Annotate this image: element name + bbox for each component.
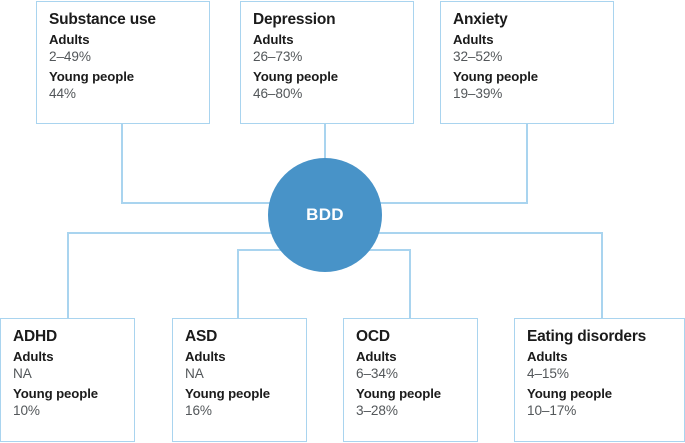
young-people-value: 16%	[185, 403, 212, 419]
node-adhd: ADHD Adults NA Young people 10%	[0, 318, 135, 442]
adults-value: 32–52%	[453, 49, 503, 65]
young-people-label: Young people	[527, 385, 613, 401]
young-people-label: Young people	[453, 68, 539, 84]
node-title: Substance use	[49, 11, 156, 28]
adults-value: 4–15%	[527, 366, 569, 382]
node-substance-use: Substance use Adults 2–49% Young people …	[36, 1, 210, 124]
node-eating-disorders: Eating disorders Adults 4–15% Young peop…	[514, 318, 685, 442]
adults-value: 6–34%	[356, 366, 398, 382]
adults-label: Adults	[253, 31, 294, 47]
adults-label: Adults	[13, 348, 54, 364]
young-people-value: 3–28%	[356, 403, 398, 419]
young-people-label: Young people	[253, 68, 339, 84]
young-people-value: 19–39%	[453, 86, 503, 102]
node-asd: ASD Adults NA Young people 16%	[172, 318, 307, 442]
young-people-label: Young people	[13, 385, 99, 401]
adults-value: NA	[185, 366, 204, 382]
node-ocd: OCD Adults 6–34% Young people 3–28%	[343, 318, 478, 442]
adults-label: Adults	[185, 348, 226, 364]
node-title: OCD	[356, 328, 390, 345]
young-people-label: Young people	[356, 385, 442, 401]
young-people-value: 10%	[13, 403, 40, 419]
young-people-label: Young people	[185, 385, 271, 401]
adults-value: 2–49%	[49, 49, 91, 65]
node-title: Eating disorders	[527, 328, 647, 345]
node-depression: Depression Adults 26–73% Young people 46…	[240, 1, 414, 124]
center-node-label: BDD	[306, 205, 344, 224]
node-title: ASD	[185, 328, 218, 345]
young-people-value: 44%	[49, 86, 76, 102]
young-people-value: 10–17%	[527, 403, 577, 419]
adults-value: 26–73%	[253, 49, 303, 65]
node-anxiety: Anxiety Adults 32–52% Young people 19–39…	[440, 1, 614, 124]
adults-label: Adults	[49, 31, 90, 47]
center-node-bdd: BDD	[268, 158, 382, 272]
adults-label: Adults	[527, 348, 568, 364]
young-people-value: 46–80%	[253, 86, 303, 102]
connector-substance-use	[121, 124, 283, 204]
node-title: Depression	[253, 11, 336, 28]
adults-label: Adults	[356, 348, 397, 364]
node-title: Anxiety	[453, 11, 508, 28]
connector-anxiety	[367, 124, 528, 204]
node-title: ADHD	[13, 328, 57, 345]
young-people-label: Young people	[49, 68, 135, 84]
adults-label: Adults	[453, 31, 494, 47]
adults-value: NA	[13, 366, 32, 382]
